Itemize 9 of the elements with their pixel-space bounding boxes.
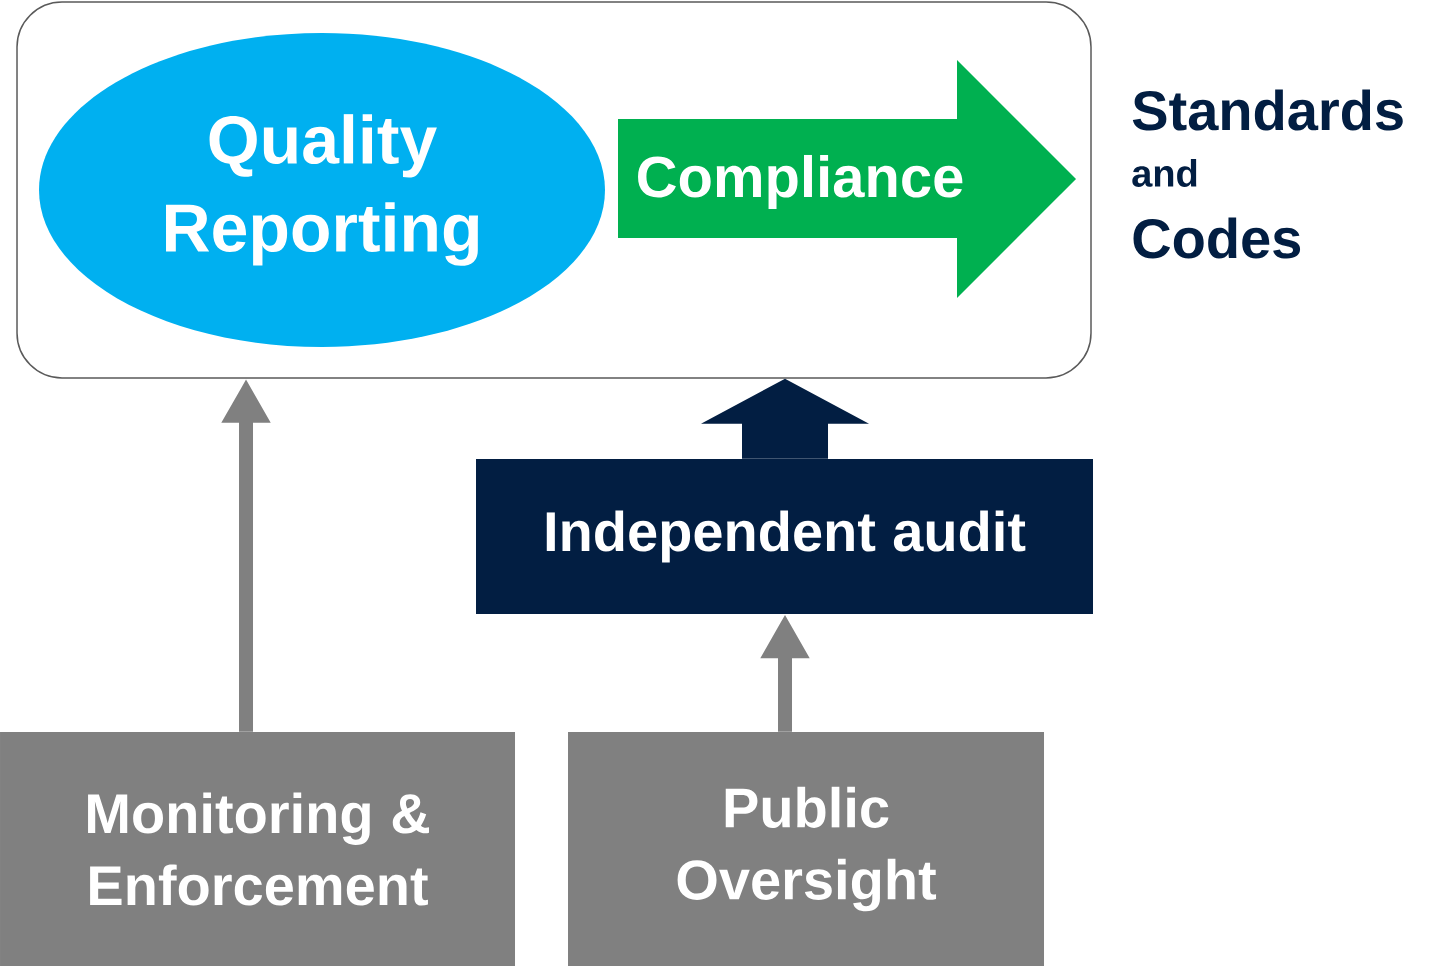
side-label: and bbox=[1132, 159, 1197, 187]
process-box: Public Oversight bbox=[568, 732, 1044, 966]
process-box: Monitoring & Enforcement bbox=[0, 732, 515, 966]
process-box: Independent audit bbox=[476, 459, 1093, 614]
block-arrow: Compliance bbox=[638, 154, 963, 209]
side-label: Codes bbox=[1133, 217, 1301, 259]
group-box bbox=[16, 1, 1092, 379]
block-arrow bbox=[701, 378, 869, 459]
side-label: Standards bbox=[1132, 89, 1403, 131]
